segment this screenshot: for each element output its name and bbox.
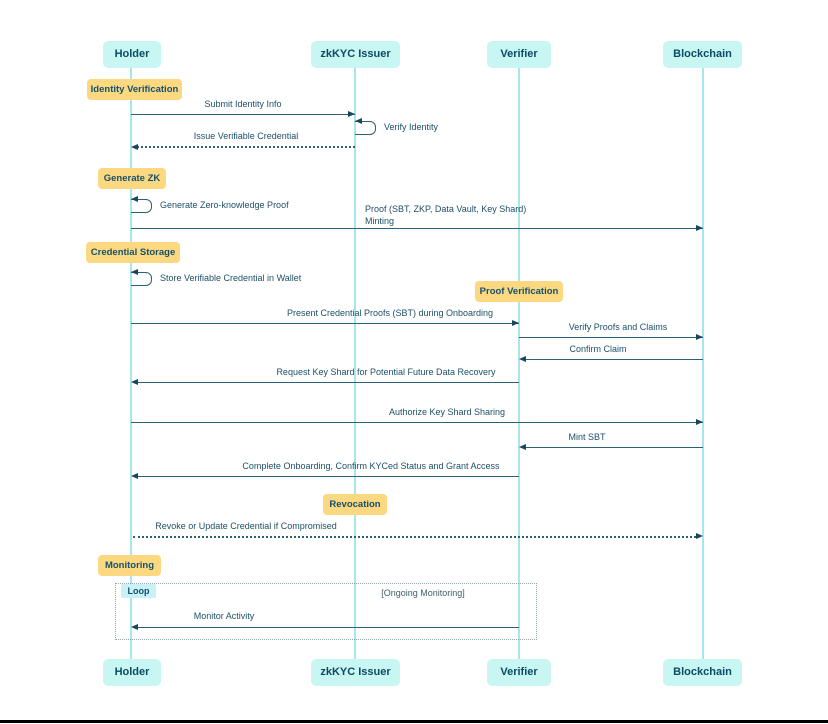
lifeline-verifier	[518, 68, 520, 659]
arrowhead-left-icon	[131, 624, 138, 630]
actor-zkkyc-issuer-bottom: zkKYC Issuer	[311, 659, 400, 686]
message-line-submit-identity-info	[131, 114, 355, 115]
arrowhead-left-icon	[131, 379, 138, 385]
actor-verifier-bottom: Verifier	[487, 659, 551, 686]
message-line-complete-onboarding	[133, 476, 519, 477]
self-loop-store-credential	[131, 272, 152, 286]
arrowhead-right-icon	[696, 225, 703, 231]
arrowhead-right-icon	[348, 111, 355, 117]
note-revocation: Revocation	[323, 494, 387, 515]
actor-zkkyc-issuer-top: zkKYC Issuer	[311, 41, 400, 68]
lifeline-blockchain	[702, 68, 704, 659]
message-line-confirm-claim	[521, 359, 703, 360]
message-label: Authorize Key Shard Sharing	[388, 407, 506, 417]
message-label: Issue Verifiable Credential	[193, 131, 299, 141]
arrowhead-right-icon	[512, 320, 519, 326]
message-line-mint-sbt	[521, 447, 703, 448]
arrowhead-left-icon	[131, 196, 138, 202]
loop-condition: [Ongoing Monitoring]	[381, 588, 465, 598]
message-label: Store Verifiable Credential in Wallet	[160, 273, 302, 283]
lifeline-holder	[130, 68, 132, 659]
actor-blockchain-top: Blockchain	[663, 41, 742, 68]
actor-holder-bottom: Holder	[103, 659, 161, 686]
note-proof-verification: Proof Verification	[475, 281, 563, 302]
message-label: Verify Identity	[384, 122, 439, 132]
arrowhead-left-icon	[519, 444, 526, 450]
arrowhead-right-icon	[696, 419, 703, 425]
message-label: Revoke or Update Credential if Compromis…	[155, 521, 337, 531]
self-loop-generate-zkp	[131, 199, 152, 213]
message-line-present-proofs	[131, 323, 519, 324]
arrowhead-right-icon	[696, 533, 703, 539]
arrowhead-left-icon	[131, 269, 138, 275]
message-label: Submit Identity Info	[204, 99, 282, 109]
self-loop-verify-identity	[355, 121, 376, 135]
arrowhead-left-icon	[131, 144, 138, 150]
actor-blockchain-bottom: Blockchain	[663, 659, 742, 686]
message-line-revoke-credential	[133, 536, 696, 538]
message-line-request-key-shard	[133, 382, 519, 383]
note-generate-zk: Generate ZK	[98, 168, 166, 189]
message-label: Present Credential Proofs (SBT) during O…	[286, 308, 494, 318]
window-bottom-edge	[0, 720, 828, 723]
message-line-monitor-activity	[133, 627, 519, 628]
actor-verifier-top: Verifier	[487, 41, 551, 68]
message-label: Verify Proofs and Claims	[568, 322, 668, 332]
message-line-authorize-key-shard	[131, 422, 703, 423]
note-monitoring: Monitoring	[98, 555, 161, 576]
lifeline-zkkyc-issuer	[354, 68, 356, 659]
message-label: Mint SBT	[568, 432, 606, 442]
message-label: Complete Onboarding, Confirm KYCed Statu…	[242, 461, 500, 471]
message-line-issue-verifiable-credential	[133, 146, 355, 148]
message-line-verify-proofs	[519, 337, 703, 338]
arrowhead-right-icon	[696, 334, 703, 340]
message-label: Monitor Activity	[193, 611, 255, 621]
arrowhead-left-icon	[519, 356, 526, 362]
message-line-proof-minting	[131, 228, 703, 229]
actor-holder-top: Holder	[103, 41, 161, 68]
message-label: Proof (SBT, ZKP, Data Vault, Key Shard) …	[365, 204, 527, 226]
message-label: Confirm Claim	[569, 344, 627, 354]
arrowhead-left-icon	[131, 473, 138, 479]
message-label: Request Key Shard for Potential Future D…	[276, 367, 496, 377]
loop-frame	[115, 583, 537, 640]
note-identity-verification: Identity Verification	[87, 79, 182, 100]
message-label: Generate Zero-knowledge Proof	[160, 200, 289, 210]
note-credential-storage: Credential Storage	[86, 242, 180, 263]
loop-badge: Loop	[121, 584, 156, 598]
arrowhead-left-icon	[355, 118, 362, 124]
